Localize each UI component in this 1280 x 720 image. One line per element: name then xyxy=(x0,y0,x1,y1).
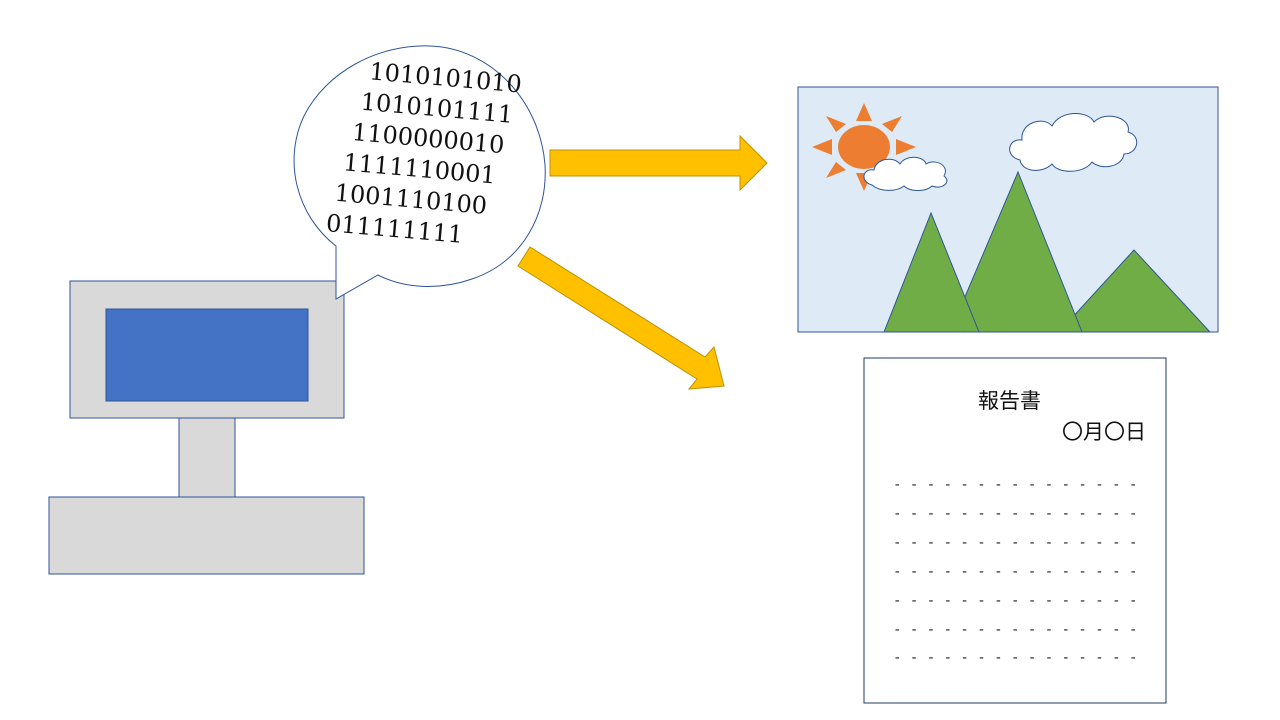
mountain-shape xyxy=(1057,249,1212,333)
report-line: - - - - - - - - - - - - - - - - - - - - … xyxy=(893,506,1139,522)
report-title: 報告書 xyxy=(978,389,1041,413)
cloud-icon xyxy=(863,156,948,191)
computer-screen xyxy=(105,308,309,402)
computer-base xyxy=(48,496,365,575)
speech-bubble: 1010101010 1010101111 1100000010 1111110… xyxy=(293,45,546,300)
mountain-shape xyxy=(883,211,980,333)
report-date: 〇月〇日 xyxy=(1062,420,1146,444)
cloud-icon xyxy=(1009,113,1138,172)
report-line: - - - - - - - - - - - - - - - - - - - - … xyxy=(893,593,1139,609)
computer-icon xyxy=(48,280,365,575)
report-line: - - - - - - - - - - - - - - - - - - - - … xyxy=(893,564,1139,580)
speech-bubble-outline xyxy=(293,45,546,300)
mountain-shape xyxy=(949,170,1083,333)
arrow-diagonal-icon xyxy=(517,246,725,390)
report-line: - - - - - - - - - - - - - - - - - - - - … xyxy=(893,622,1139,638)
report-line: - - - - - - - - - - - - - - - - - - - - … xyxy=(893,477,1139,493)
landscape-picture-icon xyxy=(797,86,1219,333)
computer-stand xyxy=(178,417,236,498)
report-line: - - - - - - - - - - - - - - - - - - - - … xyxy=(893,535,1139,551)
report-line: - - - - - - - - - - - - - - - - - - - - … xyxy=(893,650,1139,666)
report-document-icon xyxy=(863,357,1167,704)
arrow-right-icon xyxy=(549,134,768,192)
